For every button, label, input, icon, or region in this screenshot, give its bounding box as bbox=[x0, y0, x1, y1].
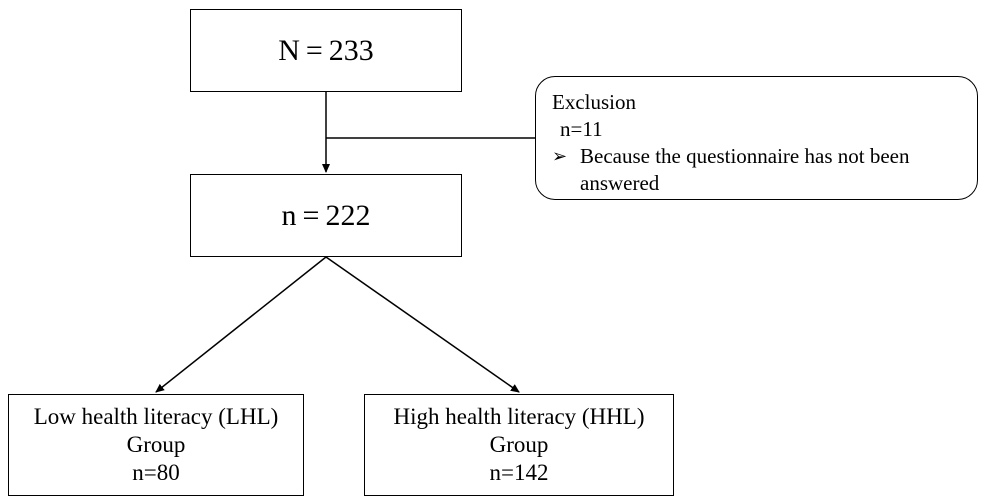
hhl-group-box: High health literacy (HHL) Group n=142 bbox=[364, 394, 674, 496]
lhl-group-sublabel: Group bbox=[126, 432, 186, 457]
exclusion-reason-item: ➢ Because the questionnaire has not been… bbox=[552, 143, 965, 197]
total-sample-label: N = 233 bbox=[278, 33, 374, 67]
lhl-group-count: n=80 bbox=[132, 460, 180, 485]
lhl-group-box: Low health literacy (LHL) Group n=80 bbox=[8, 394, 304, 496]
included-sample-label: n = 222 bbox=[281, 198, 371, 232]
exclusion-count: n=11 bbox=[560, 117, 603, 141]
total-sample-box: N = 233 bbox=[190, 9, 462, 92]
arrow-included-to-hhl bbox=[325, 256, 520, 393]
lhl-group-label: Low health literacy (LHL) bbox=[33, 404, 279, 429]
hhl-group-sublabel: Group bbox=[489, 432, 549, 457]
exclusion-reason-text: Because the questionnaire has not been a… bbox=[580, 144, 910, 195]
exclusion-box: Exclusion n=11 ➢ Because the questionnai… bbox=[535, 76, 978, 200]
arrow-bullet-icon: ➢ bbox=[552, 146, 568, 166]
hhl-group-count: n=142 bbox=[489, 460, 549, 485]
exclusion-title: Exclusion bbox=[552, 90, 636, 114]
arrow-included-to-lhl bbox=[155, 256, 327, 393]
hhl-group-label: High health literacy (HHL) bbox=[393, 404, 645, 429]
included-sample-box: n = 222 bbox=[190, 174, 462, 257]
